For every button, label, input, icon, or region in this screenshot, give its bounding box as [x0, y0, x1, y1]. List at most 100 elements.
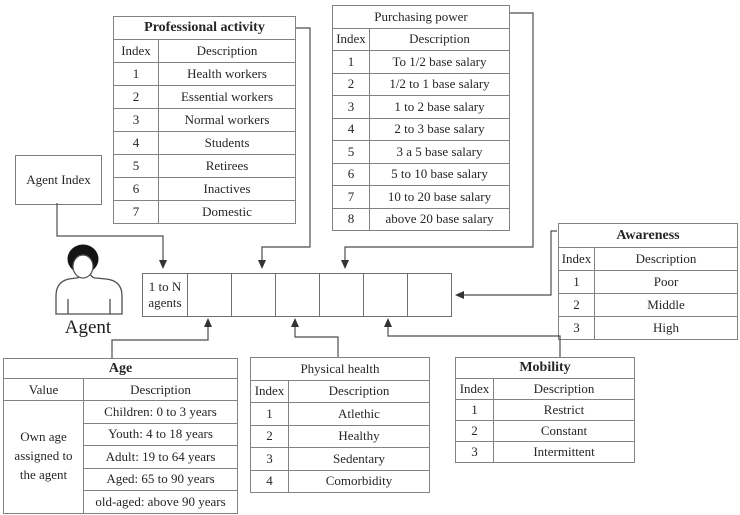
- person-face: [72, 254, 94, 279]
- professional-activity-table: Professional activity Index Description …: [113, 16, 296, 224]
- agent-index-box: Agent Index: [15, 155, 102, 205]
- description-cell: Inactives: [158, 177, 296, 201]
- index-cell: 6: [113, 177, 159, 201]
- index-cell: 2: [558, 293, 595, 317]
- arrowhead-down-icon: [159, 260, 167, 269]
- index-cell: 3: [332, 95, 370, 119]
- connector-age: [111, 326, 209, 358]
- description-cell: 5 to 10 base salary: [369, 162, 510, 186]
- age-value-cell: Own age assigned to the agent: [3, 400, 84, 514]
- description-cell: High: [594, 316, 738, 340]
- description-cell: Aged: 65 to 90 years: [83, 467, 238, 491]
- age-table: Age Value Description Own age assigned t…: [3, 358, 238, 514]
- description-header-cell: Description: [369, 27, 510, 51]
- description-cell: 3 a 5 base salary: [369, 140, 510, 164]
- description-cell: Domestic: [158, 200, 296, 224]
- connector-awareness: [463, 230, 557, 296]
- description-cell: To 1/2 base salary: [369, 50, 510, 74]
- table-title-row: Professional activity: [113, 16, 296, 40]
- index-cell: 1: [455, 399, 494, 421]
- index-cell: 4: [113, 131, 159, 155]
- arrowhead-left-icon: [455, 291, 464, 299]
- index-header-cell: Index: [113, 39, 159, 63]
- description-cell: Adult: 19 to 64 years: [83, 445, 238, 469]
- description-cell: Children: 0 to 3 years: [83, 400, 238, 424]
- table-title-row: Age: [3, 358, 238, 379]
- index-cell: 2: [332, 72, 370, 96]
- agent-attribute-cell: [364, 274, 408, 316]
- agent-attribute-cell: [232, 274, 276, 316]
- index-cell: 1: [113, 62, 159, 86]
- description-header-cell: Description: [288, 379, 430, 403]
- agent-attribute-cell: [320, 274, 364, 316]
- table-row: old-aged: above 90 years: [4, 490, 238, 514]
- index-cell: 1: [558, 270, 595, 294]
- arrowhead-down-icon: [341, 260, 349, 269]
- arrowhead-down-icon: [258, 260, 266, 269]
- index-cell: 8: [332, 207, 370, 231]
- description-header-cell: Description: [594, 247, 738, 271]
- description-cell: Retirees: [158, 154, 296, 178]
- index-cell: 7: [113, 200, 159, 224]
- index-header-cell: Index: [250, 379, 289, 403]
- description-cell: Atlethic: [288, 402, 430, 426]
- index-cell: 1: [332, 50, 370, 74]
- description-cell: old-aged: above 90 years: [83, 490, 238, 514]
- description-cell: Health workers: [158, 62, 296, 86]
- index-cell: 5: [113, 154, 159, 178]
- index-header-cell: Index: [455, 378, 494, 400]
- description-cell: Normal workers: [158, 108, 296, 132]
- index-cell: 2: [113, 85, 159, 109]
- table-title: Age: [3, 358, 238, 379]
- description-header-cell: Description: [158, 39, 296, 63]
- index-cell: 1: [250, 402, 289, 426]
- index-header-cell: Index: [558, 247, 595, 271]
- index-cell: 3: [250, 447, 289, 471]
- table-title-row: Mobility: [455, 357, 635, 379]
- agent-attribute-cell: [188, 274, 232, 316]
- arrowhead-up-icon: [384, 318, 392, 327]
- description-cell: 1/2 to 1 base salary: [369, 72, 510, 96]
- table-header-row: Index Description: [113, 39, 296, 63]
- agent-person-icon: [55, 244, 123, 315]
- description-cell: Constant: [493, 420, 635, 442]
- table-title: Purchasing power: [332, 5, 510, 29]
- description-cell: Middle: [594, 293, 738, 317]
- description-cell: 2 to 3 base salary: [369, 117, 510, 141]
- index-cell: 6: [332, 162, 370, 186]
- agent-attribute-cell: [276, 274, 320, 316]
- arrowhead-up-icon: [291, 318, 299, 327]
- arrowhead-up-icon: [204, 318, 212, 327]
- table-header-row: Index Description: [558, 247, 738, 271]
- value-header-cell: Value: [3, 378, 84, 401]
- index-cell: 3: [455, 441, 494, 463]
- table-header-row: Index Description: [250, 379, 430, 403]
- description-cell: above 20 base salary: [369, 207, 510, 231]
- index-header-cell: Index: [332, 27, 370, 51]
- agent-array-row: 1 to N agents: [142, 273, 452, 317]
- description-cell: 10 to 20 base salary: [369, 185, 510, 209]
- description-cell: 1 to 2 base salary: [369, 95, 510, 119]
- description-header-cell: Description: [493, 378, 635, 400]
- index-cell: 5: [332, 140, 370, 164]
